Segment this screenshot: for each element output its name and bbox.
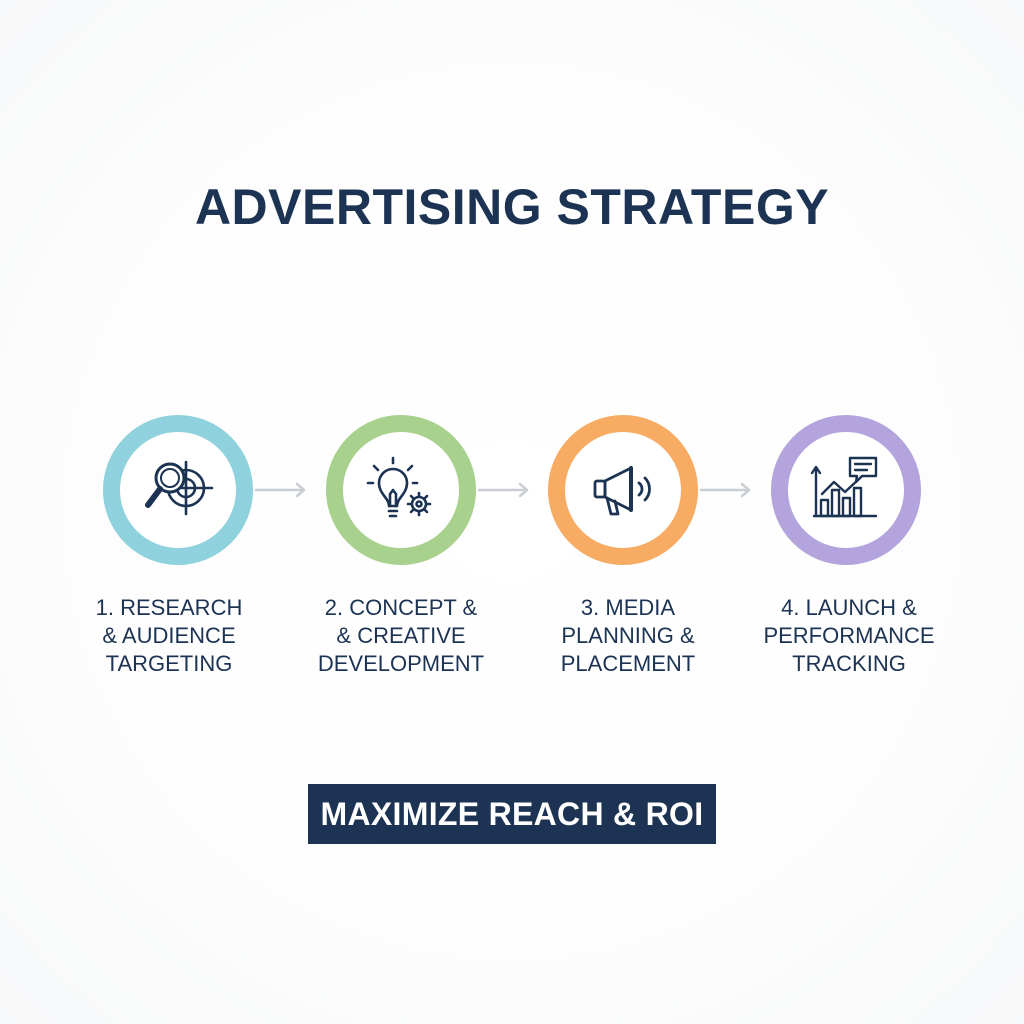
arrow-right-icon	[699, 482, 751, 498]
step-3-label: 3. MEDIA PLANNING & PLACEMENT	[560, 595, 696, 676]
arrow-right-icon	[254, 482, 306, 498]
step-1-label: 1. RESEARCH & AUDIENCE TARGETING	[95, 595, 243, 676]
chart-chat-icon	[810, 456, 878, 518]
step-4-circle	[771, 415, 921, 565]
step-4-label: 4. LAUNCH & PERFORMANCE TRACKING	[763, 595, 935, 676]
megaphone-icon	[593, 466, 651, 516]
step-1-circle	[103, 415, 253, 565]
step-2-label: 2. CONCEPT & & CREATIVE DEVELOPMENT	[317, 595, 485, 676]
arrow-right-icon	[477, 482, 529, 498]
step-3-circle	[548, 415, 698, 565]
diagram-title: ADVERTISING STRATEGY	[194, 179, 830, 235]
lightbulb-gear-icon	[366, 456, 432, 518]
cta-banner: MAXIMIZE REACH & ROI	[308, 784, 716, 844]
magnifier-target-icon	[145, 460, 214, 516]
step-2-circle	[326, 415, 476, 565]
